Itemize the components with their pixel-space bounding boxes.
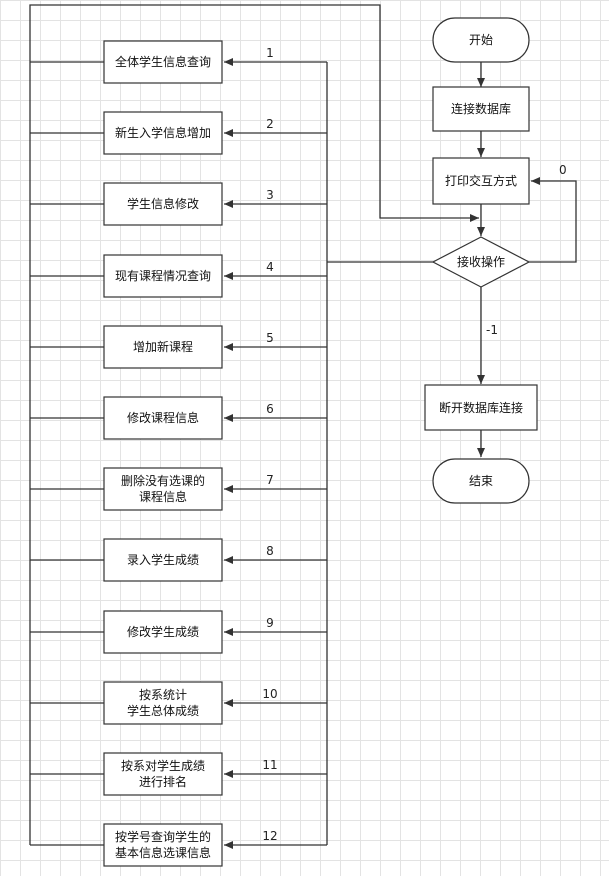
edge-return-loop bbox=[29, 4, 479, 222]
operation-box-1 bbox=[103, 40, 223, 84]
operation-label-5: 增加新课程 bbox=[133, 339, 193, 354]
start-node bbox=[432, 17, 530, 63]
operation-box-9 bbox=[103, 610, 223, 654]
operation-box-6 bbox=[103, 396, 223, 440]
operation-label-9: 修改学生成绩 bbox=[127, 624, 199, 639]
operation-number-11: 11 bbox=[262, 758, 277, 772]
print-menu-node bbox=[432, 157, 530, 205]
operation-label-6: 修改课程信息 bbox=[127, 410, 199, 425]
end-node bbox=[432, 458, 530, 504]
start-label: 开始 bbox=[469, 33, 493, 47]
operation-box-5 bbox=[103, 325, 223, 369]
operation-box-11 bbox=[103, 752, 223, 796]
disconnect-db-label: 断开数据库连接 bbox=[439, 400, 523, 415]
exit-label: -1 bbox=[486, 323, 498, 337]
operation-label-7: 课程信息 bbox=[139, 489, 187, 504]
operation-box-8 bbox=[103, 538, 223, 582]
operation-label-1: 全体学生信息查询 bbox=[115, 54, 211, 69]
operation-number-10: 10 bbox=[262, 687, 277, 701]
operation-number-6: 6 bbox=[266, 402, 274, 416]
operation-label-4: 现有课程情况查询 bbox=[115, 268, 211, 283]
operation-label-8: 录入学生成绩 bbox=[127, 552, 199, 567]
receive-op-label: 接收操作 bbox=[457, 254, 505, 269]
operation-number-12: 12 bbox=[262, 829, 277, 843]
operation-label-10: 按系统计 bbox=[139, 688, 187, 702]
operation-number-2: 2 bbox=[266, 117, 274, 131]
operation-number-1: 1 bbox=[266, 46, 274, 60]
print-menu-label: 打印交互方式 bbox=[445, 173, 517, 188]
operation-number-3: 3 bbox=[266, 188, 274, 202]
operation-box-12 bbox=[103, 823, 223, 867]
end-label: 结束 bbox=[469, 474, 493, 488]
operation-number-5: 5 bbox=[266, 331, 274, 345]
operation-box-3 bbox=[103, 182, 223, 226]
operation-box-10 bbox=[103, 681, 223, 725]
operation-label-3: 学生信息修改 bbox=[127, 196, 199, 211]
disconnect-db-node bbox=[424, 384, 538, 431]
operation-number-4: 4 bbox=[266, 260, 274, 274]
operation-label-12: 基本信息选课信息 bbox=[115, 845, 211, 860]
operation-label-12: 按学号查询学生的 bbox=[115, 829, 211, 844]
operation-label-2: 新生入学信息增加 bbox=[115, 125, 211, 140]
operation-label-11: 进行排名 bbox=[139, 774, 187, 789]
operation-number-8: 8 bbox=[266, 544, 274, 558]
receive-op-decision bbox=[431, 236, 531, 288]
operation-number-7: 7 bbox=[266, 473, 274, 487]
connect-db-node bbox=[432, 86, 530, 132]
operation-label-11: 按系对学生成绩 bbox=[121, 758, 205, 773]
loop-zero-label: 0 bbox=[559, 163, 567, 177]
operation-number-9: 9 bbox=[266, 616, 274, 630]
operation-box-2 bbox=[103, 111, 223, 155]
operation-box-4 bbox=[103, 254, 223, 298]
operation-label-7: 删除没有选课的 bbox=[121, 473, 205, 488]
operation-label-10: 学生总体成绩 bbox=[127, 703, 199, 718]
operation-box-7 bbox=[103, 467, 223, 511]
edge-loop-zero bbox=[529, 177, 577, 263]
connect-db-label: 连接数据库 bbox=[451, 101, 511, 116]
